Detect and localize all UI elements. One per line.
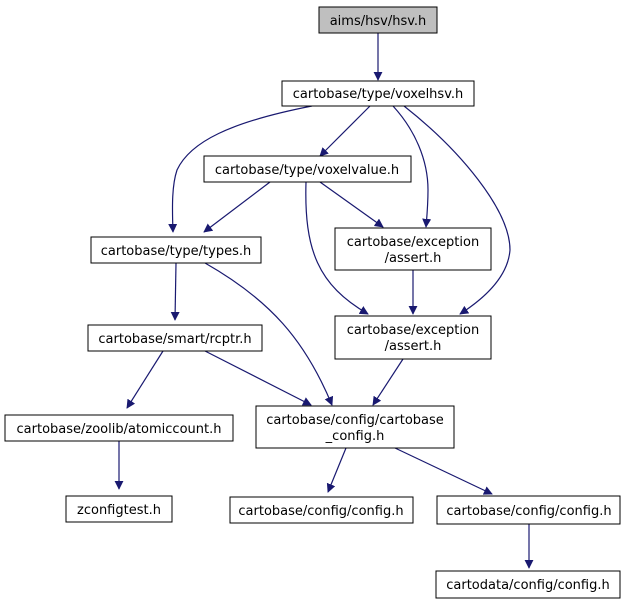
node-cartobase-type-voxelhsv-h[interactable]: cartobase/type/voxelhsv.h [281, 80, 475, 107]
node-cartobase-smart-rcptr-h[interactable]: cartobase/smart/rcptr.h [87, 324, 263, 352]
node-label: cartobase/zoolib/atomiccount.h [17, 422, 222, 437]
edge-voxelhsv-assert2 [403, 105, 511, 315]
node-label: cartobase/smart/rcptr.h [98, 332, 251, 347]
node-label-line2: /assert.h [385, 339, 442, 354]
node-label-line2: /assert.h [385, 251, 442, 266]
edge-cbconfig-config1 [326, 447, 347, 493]
edge-voxelhsv-voxelvalue [319, 105, 371, 157]
edge-assert2-cbconfig [372, 358, 404, 406]
node-cartobase-exception-assert-h-2[interactable]: cartobase/exception /assert.h [334, 315, 492, 360]
edge-voxelvalue-types [203, 181, 271, 233]
edge-types-cbconfig [204, 262, 334, 406]
node-cartobase-type-voxelvalue-h[interactable]: cartobase/type/voxelvalue.h [203, 155, 412, 183]
edge-voxelhsv-types [168, 105, 313, 233]
edge-voxelvalue-assert1 [319, 181, 384, 228]
node-label: cartobase/config/config.h [446, 504, 611, 519]
node-label: cartobase/type/types.h [101, 244, 251, 259]
node-cartobase-config-config-h-1[interactable]: cartobase/config/config.h [229, 496, 414, 524]
node-cartodata-config-config-h[interactable]: cartodata/config/config.h [435, 570, 621, 599]
node-label: cartobase/type/voxelhsv.h [293, 87, 464, 102]
edge-voxelhsv-assert1 [392, 105, 432, 228]
edge-types-rcptr [170, 262, 180, 321]
edge-rcptr-cbconfig [204, 350, 312, 406]
node-cartobase-type-types-h[interactable]: cartobase/type/types.h [90, 236, 262, 264]
node-cartobase-config-cartobase-config-h[interactable]: cartobase/config/cartobase _config.h [255, 405, 455, 449]
node-label: aims/hsv/hsv.h [330, 14, 427, 29]
node-label-line1: cartobase/config/cartobase [266, 413, 444, 428]
node-label: cartodata/config/config.h [446, 578, 609, 593]
node-cartobase-config-config-h-2[interactable]: cartobase/config/config.h [436, 495, 621, 525]
edge-voxelvalue-assert2 [305, 181, 369, 315]
node-zconfigtest-h[interactable]: zconfigtest.h [65, 495, 173, 523]
node-label: cartobase/type/voxelvalue.h [215, 163, 399, 178]
node-cartobase-zoolib-atomiccount-h[interactable]: cartobase/zoolib/atomiccount.h [4, 414, 234, 442]
node-label-line1: cartobase/exception [347, 235, 479, 250]
node-label-line2: _config.h [325, 429, 385, 444]
node-cartobase-exception-assert-h-1[interactable]: cartobase/exception /assert.h [334, 227, 492, 271]
node-label: cartobase/config/config.h [238, 504, 403, 519]
node-label-line1: cartobase/exception [347, 323, 479, 338]
node-label: zconfigtest.h [77, 503, 161, 518]
edge-rcptr-atomiccount [126, 350, 164, 409]
edge-cbconfig-config2 [394, 447, 493, 495]
node-aims-hsv-hsv-h[interactable]: aims/hsv/hsv.h [318, 6, 438, 34]
